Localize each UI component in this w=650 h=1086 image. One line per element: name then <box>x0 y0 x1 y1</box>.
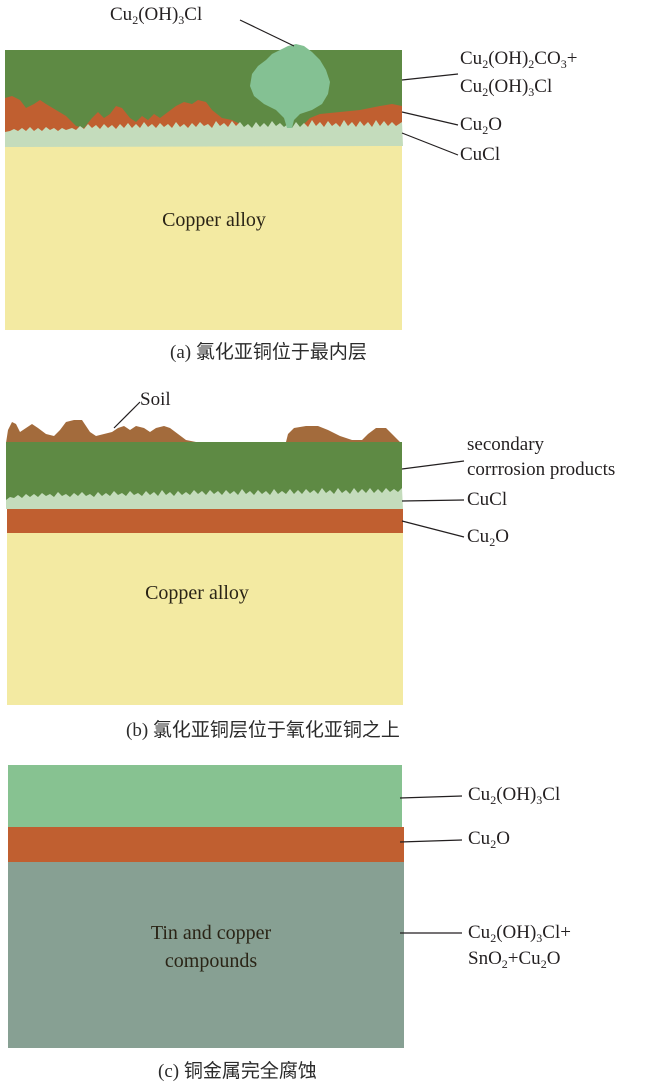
panel-c-core-layer <box>8 862 404 1048</box>
panel-b-label-secondary-line1: secondary <box>467 434 545 455</box>
panel-b-leader-cu2o <box>401 520 465 538</box>
chem-subscript: 2 <box>482 85 489 99</box>
panel-a-label-cu2o: Cu2O <box>460 112 502 138</box>
chem-subscript: 3 <box>536 931 543 945</box>
panel-a-cucl-layer <box>5 120 403 147</box>
chem-subscript: 2 <box>482 123 489 137</box>
panel-a-leader-cucl <box>401 132 459 156</box>
panel-b-cucl-layer <box>6 488 403 509</box>
panel-c-label-top: Cu2(OH)3Cl <box>468 782 560 808</box>
panel-b-label-secondary-line2: corrrosion products <box>467 459 616 480</box>
chem-text: Cl <box>534 76 553 97</box>
chem-text: (OH) <box>488 76 529 97</box>
chem-subscript: 3 <box>536 793 543 807</box>
panel-c-cu2o-layer <box>8 827 404 862</box>
chem-subscript: 3 <box>178 13 185 27</box>
panel-b-substrate-label: Copper alloy <box>145 582 249 604</box>
chem-text: O <box>496 828 510 849</box>
panel-a-caption: (a) 氯化亚铜位于最内层 <box>170 342 367 363</box>
chem-text: O <box>488 114 502 135</box>
panel-c-diagram <box>8 765 463 1048</box>
chem-subscript: 2 <box>540 957 547 971</box>
chem-text: O <box>495 526 509 547</box>
panel-a-label-cucl: CuCl <box>460 144 501 165</box>
panel-a-diagram <box>5 19 459 330</box>
chem-text: Cu <box>468 922 491 943</box>
chem-subscript: 3 <box>560 57 567 71</box>
panel-a-label-outer-line2: Cu2(OH)3Cl <box>460 74 552 100</box>
panel-b-substrate-layer <box>7 533 403 705</box>
panel-c-leader-cu2o <box>399 839 463 843</box>
chem-subscript: 2 <box>501 957 508 971</box>
chem-subscript: 2 <box>490 837 497 851</box>
panel-b-soil-layer <box>6 420 400 443</box>
chem-text: (OH) <box>496 922 537 943</box>
panel-a-leader-top <box>239 19 295 47</box>
panel-a-cu2o-layer <box>5 96 402 132</box>
panel-c-label-core-line2: SnO2+Cu2O <box>468 946 560 972</box>
panel-b-diagram <box>6 401 465 705</box>
panel-b-leader-secondary <box>401 460 465 470</box>
chem-text: (OH) <box>496 784 537 805</box>
chem-text: Cu <box>468 828 491 849</box>
chem-subscript: 2 <box>490 931 497 945</box>
chem-subscript: 2 <box>132 13 139 27</box>
panel-b-label-soil: Soil <box>140 389 171 410</box>
panel-c-core-label-line1: Tin and copper <box>150 922 272 944</box>
chem-text: (OH) <box>488 48 529 69</box>
chem-text: +Cu <box>507 948 541 969</box>
chem-text: Cl+ <box>542 922 571 943</box>
panel-c-caption: (c) 铜金属完全腐蚀 <box>158 1061 317 1082</box>
panel-c-core-label-line2: compounds <box>164 950 258 972</box>
chem-text: O <box>546 948 561 969</box>
panel-b-leader-cucl <box>401 499 465 502</box>
panel-a-leader-outer <box>401 73 459 81</box>
panel-b-label-cu2o: Cu2O <box>467 524 509 550</box>
panel-c-label-core-line1: Cu2(OH)3Cl+ <box>468 920 571 946</box>
chem-text: SnO <box>468 948 502 969</box>
panel-a-leader-cu2o <box>401 111 459 126</box>
chem-subscript: 2 <box>528 57 535 71</box>
chem-text: Cl <box>184 4 203 25</box>
panel-a-substrate-label: Copper alloy <box>162 209 266 231</box>
panel-b-leader-soil <box>113 401 141 429</box>
chem-subscript: 2 <box>489 535 496 549</box>
chem-text: CO <box>534 48 561 69</box>
panel-a-label-atacamite: Cu2(OH)3Cl <box>110 2 202 28</box>
chem-text: Cl <box>542 784 561 805</box>
chem-subscript: 2 <box>482 57 489 71</box>
panel-a-label-outer-line1: Cu2(OH)2CO3+ <box>460 46 577 72</box>
chem-text: Cu <box>468 784 491 805</box>
chem-subscript: 3 <box>528 85 535 99</box>
panel-b-outer-layer <box>6 442 402 500</box>
panel-c-top-layer <box>8 765 402 827</box>
panel-b-caption: (b) 氯化亚铜层位于氧化亚铜之上 <box>126 720 400 741</box>
chem-text: Cu <box>467 526 490 547</box>
chem-subscript: 2 <box>490 793 497 807</box>
chem-text: Cu <box>460 48 483 69</box>
chem-text: (OH) <box>138 4 179 25</box>
panel-b-cu2o-layer <box>7 509 403 533</box>
panel-c-leader-top <box>399 795 463 799</box>
chem-text: Cu <box>460 76 483 97</box>
chem-text: Cu <box>460 114 483 135</box>
panel-b-label-cucl: CuCl <box>467 489 508 510</box>
chem-text: Cu <box>110 4 133 25</box>
panel-a-atacamite-blob <box>250 44 330 128</box>
chem-text: + <box>566 48 578 69</box>
panel-a-substrate-layer <box>5 140 402 330</box>
panel-c-label-cu2o: Cu2O <box>468 826 510 852</box>
